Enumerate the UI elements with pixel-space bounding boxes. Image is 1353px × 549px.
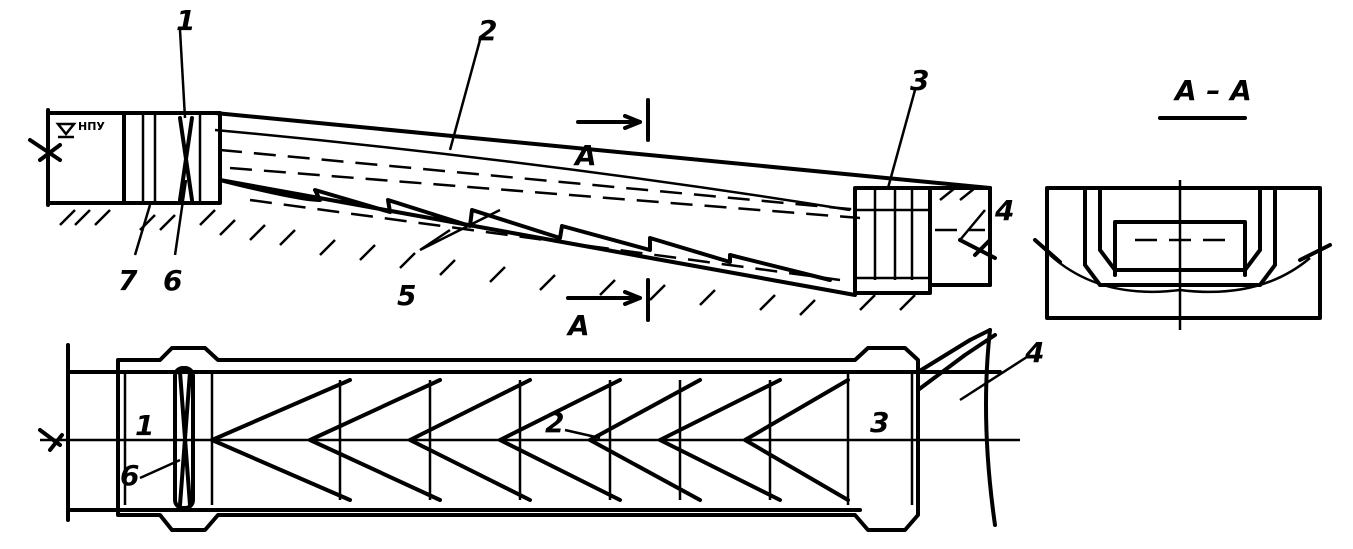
section-mark-bottom: A	[566, 309, 590, 342]
label-6: 6	[163, 264, 182, 297]
plan-label-3: 3	[870, 406, 889, 439]
label-1: 1	[176, 4, 195, 37]
section-title: A – A	[1173, 74, 1252, 107]
label-2: 2	[478, 14, 497, 47]
plan-view: 1 6 2 3 4	[38, 328, 1044, 532]
plan-label-4: 4	[1024, 336, 1044, 369]
elevation-view: НПУ 1 2 3 4 5 6 7 A A	[28, 4, 1014, 342]
plan-label-2: 2	[545, 406, 564, 439]
plan-label-1: 1	[135, 409, 154, 442]
label-5: 5	[397, 279, 416, 312]
label-4: 4	[994, 194, 1014, 227]
section-mark-top: A	[573, 139, 597, 172]
section-a-a: A – A	[1033, 74, 1332, 330]
water-level-label: НПУ	[78, 120, 105, 133]
plan-label-6: 6	[120, 459, 139, 492]
label-7: 7	[118, 264, 138, 297]
label-3: 3	[910, 64, 929, 97]
